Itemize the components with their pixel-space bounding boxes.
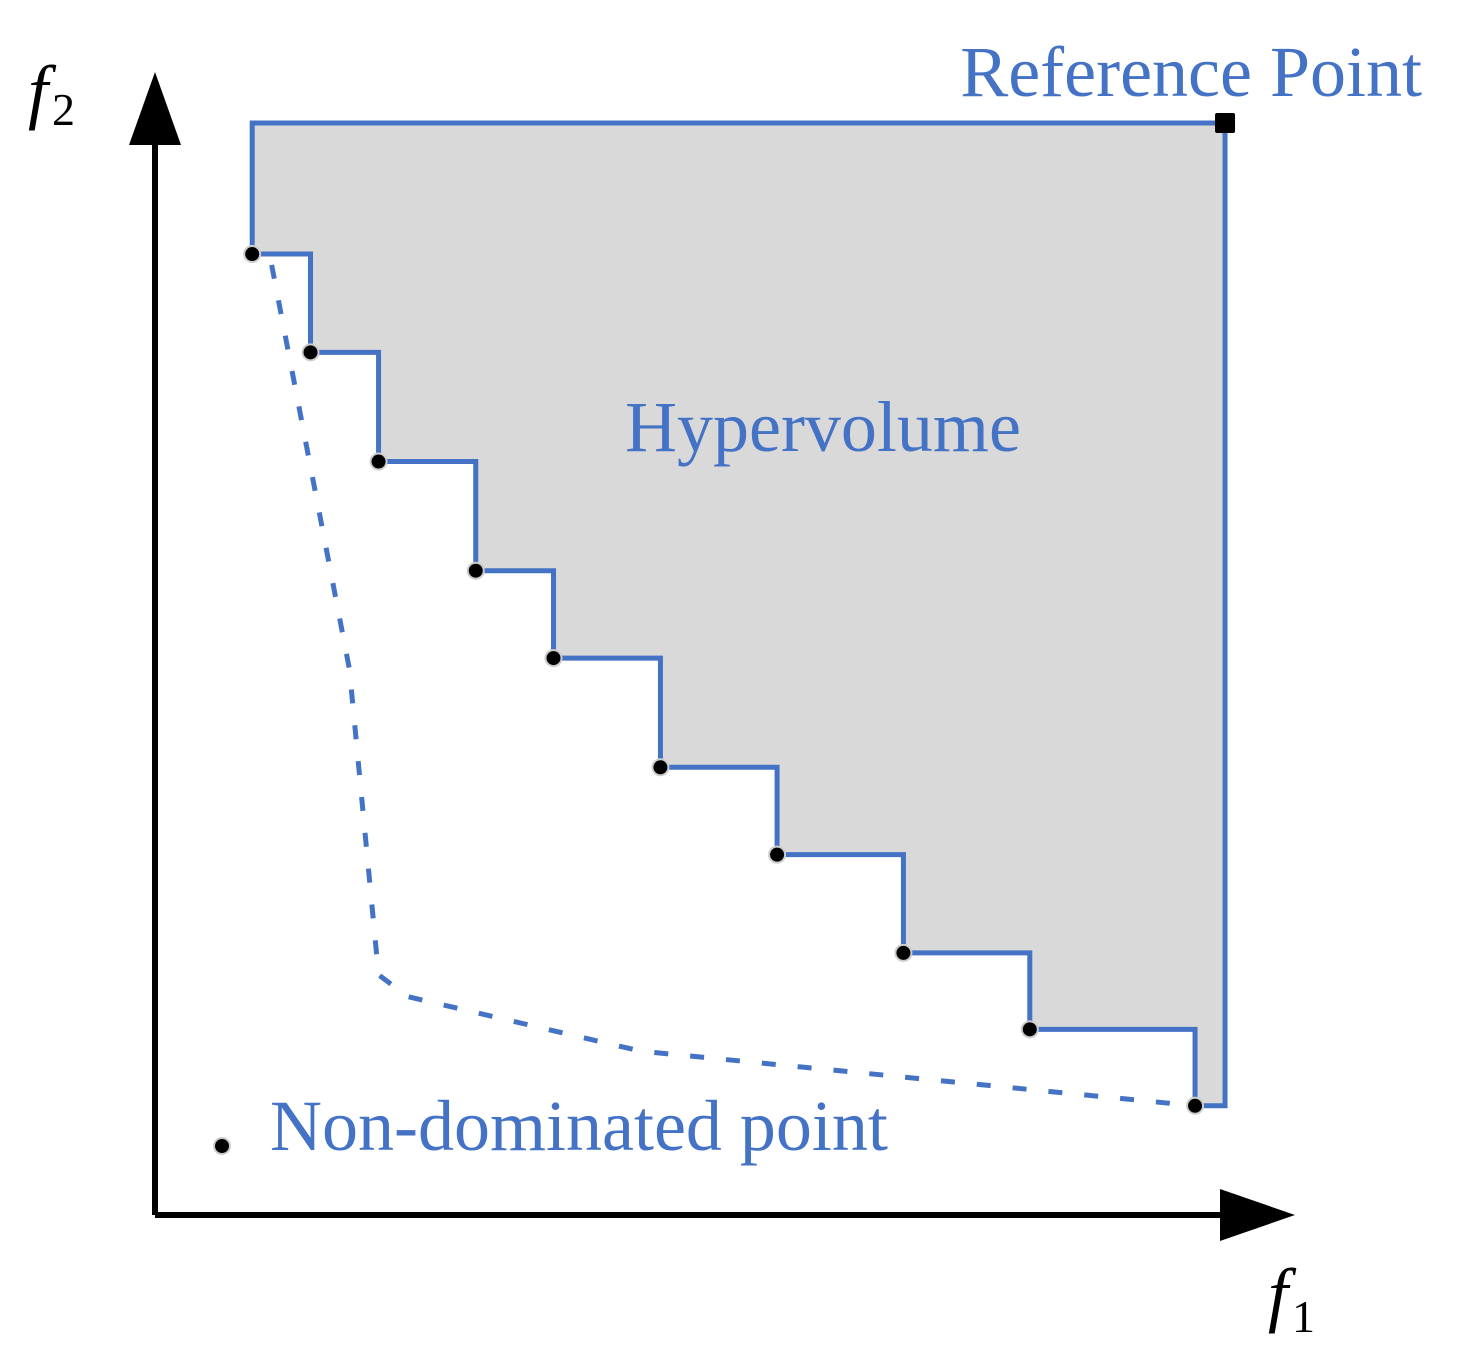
hypervolume-region-layer [249,120,1228,1109]
non-dominated-point [466,561,485,580]
non-dominated-point [544,649,563,668]
non-dominated-point [243,245,262,264]
non-dominated-point [768,845,787,864]
hypervolume-label: Hypervolume [625,387,1021,467]
dashed-front-layer [269,264,1196,1109]
axes [129,72,1295,1241]
hypervolume-region [249,120,1228,1109]
non-dominated-point [894,943,913,962]
non-dominated-point-label: Non-dominated point [270,1086,888,1166]
non-dominated-point [1020,1020,1039,1039]
x-axis-label: f1 [1268,1254,1315,1342]
non-dominated-point [1186,1096,1205,1115]
non-dominated-point [301,343,320,362]
reference-point-layer [1215,113,1236,133]
reference-point-marker [1215,113,1236,133]
reference-point-label: Reference Point [960,32,1422,112]
non-dominated-point [369,452,388,471]
y-axis-arrow [129,72,181,145]
y-axis-label: f2 [28,51,75,135]
x-axis-arrow [1220,1189,1295,1241]
legend-point-marker [213,1137,231,1155]
non-dominated-points [243,245,1205,1115]
dashed-front-curve [269,264,1196,1109]
non-dominated-point [651,758,670,777]
